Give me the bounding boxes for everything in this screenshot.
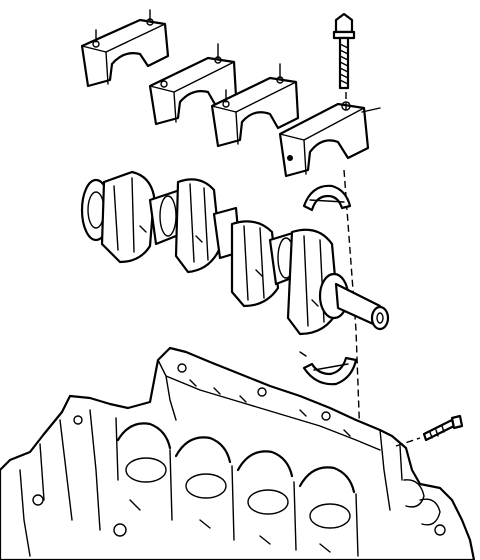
side-bolt [395,414,464,447]
main-bearing-cap-4 [278,101,381,178]
cap-bolt [332,12,356,90]
lower-bearing-insert [299,351,358,386]
main-bearing-cap-1 [80,9,170,88]
cylinder-block [0,346,476,560]
upper-bearing-insert [302,184,352,212]
crankshaft [80,170,390,336]
main-bearing-cap-3 [210,63,300,148]
cap-centerline [343,169,361,441]
